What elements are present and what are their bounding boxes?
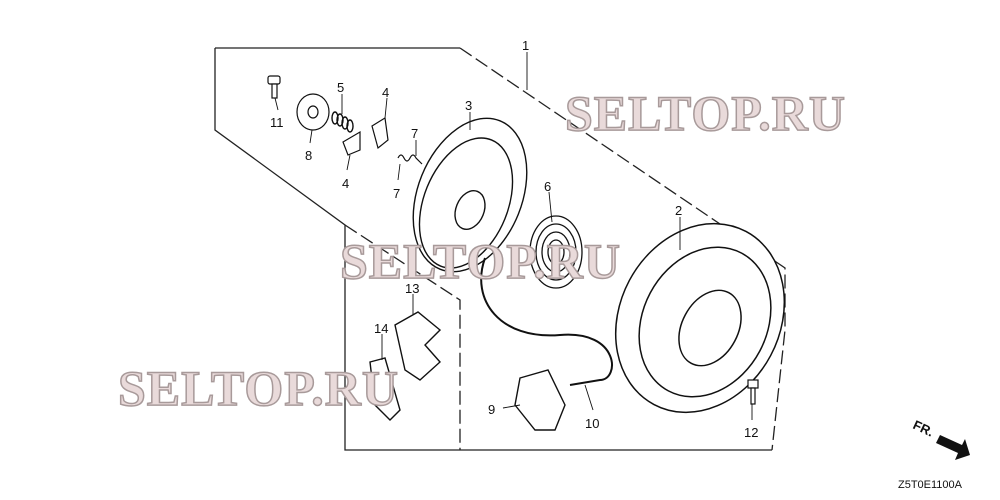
part-rope-10 — [480, 257, 613, 386]
callout-2: 2 — [675, 203, 682, 218]
callout-4: 4 — [382, 85, 389, 100]
drawing-code: Z5T0E1100A — [898, 479, 963, 491]
part-grip-9 — [514, 369, 566, 431]
callout-4: 4 — [342, 176, 349, 191]
callout-14: 14 — [374, 321, 388, 336]
watermark: SELTOP.RU — [340, 233, 621, 289]
callout-13: 13 — [405, 281, 419, 296]
part-pawl-4 — [342, 130, 361, 156]
part-spring-7 — [397, 154, 423, 165]
part-plate-14 — [369, 357, 401, 421]
callout-3: 3 — [465, 98, 472, 113]
part-ratchet-8 — [296, 93, 330, 131]
callout-6: 6 — [544, 179, 551, 194]
callout-10: 10 — [585, 416, 599, 431]
watermark: SELTOP.RU — [118, 360, 399, 416]
callout-7: 7 — [393, 186, 400, 201]
part-guide-13 — [394, 311, 442, 381]
part-pawl-4 — [371, 117, 389, 150]
front-label: FR. — [911, 417, 936, 439]
part-bolt-11 — [267, 75, 281, 99]
callout-11: 11 — [270, 115, 284, 130]
part-spiral-spring-6 — [529, 215, 583, 289]
callout-12: 12 — [744, 425, 758, 440]
watermark: SELTOP.RU — [565, 85, 846, 141]
part-reel-3 — [412, 117, 528, 273]
part-bolt-12 — [747, 379, 759, 405]
part-starter-case-2 — [614, 222, 786, 414]
front-direction-indicator: FR. — [911, 417, 970, 460]
callout-9: 9 — [488, 402, 495, 417]
callout-5: 5 — [337, 80, 344, 95]
assembly-outline — [214, 47, 786, 451]
callout-8: 8 — [305, 148, 312, 163]
callout-1: 1 — [522, 38, 529, 53]
arrow-right-icon — [936, 435, 970, 460]
part-spring-5 — [331, 111, 354, 133]
leader-lines — [274, 52, 753, 420]
callout-7: 7 — [411, 126, 418, 141]
